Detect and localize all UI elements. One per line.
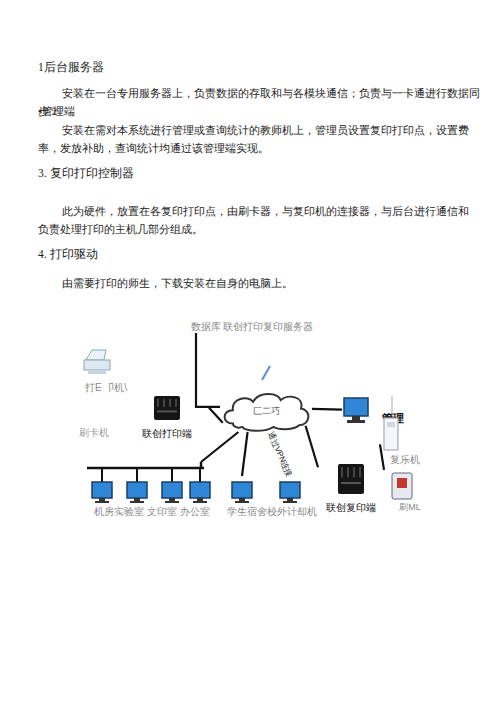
network-link [380,444,384,469]
paragraph: 安装在需对本系统进行管理或查询统计的教师机上，管理员设置复印打印点，设置费率，发… [38,121,478,157]
edge-label: 通过VPN连接 [265,429,295,480]
dorm-icon [222,476,322,506]
node-label: 复乐机 [390,454,420,466]
card-reader-label: 刷卡机 [70,427,118,439]
paragraph: 由需要打印的师生，下载安装在自身的电脑上。 [38,274,478,292]
section-heading: 4. 打印驱动 [38,245,478,263]
reader-icon [388,472,432,502]
network-link [209,408,223,423]
server-title: 数据库 联创打印复印服务器 [182,321,322,333]
paragraph: 安装在一台专用服务器上，负责数据的存取和与各模块通信；负责与一卡通进行数据同步 … [38,84,486,120]
network-link [196,333,220,407]
node-label: 数据库 联创打印复印服务器 [191,321,314,333]
node-label: 机房实验室 文印室 办公室 [94,506,210,518]
section-heading: 1后台服务器 [38,58,478,76]
printer-icon: 打E 卩机\ [70,346,142,394]
card-reader-icon: 刷ML [388,472,432,513]
lab-computers: 机房实验室 文印室 办公室 [82,462,222,518]
copy-terminal: 联创复印端 [318,462,384,514]
paragraph: 此为硬件，放置在各复印打印点，由刷卡器，与复印机的连接器，与后台进行通信和负责处… [38,202,478,238]
network-link [201,432,238,462]
network-cloud: 匚二巧 [220,390,312,432]
node-label: 打E 卩机\ [85,382,127,394]
node-label: 刷卡机 [79,427,109,439]
print-terminal: 联创打印端 [125,394,209,440]
stroke-mark [262,366,270,380]
network-link [306,426,318,468]
server-icon [125,394,209,428]
server-icon [318,462,384,502]
copier-icon: 复乐机 [380,418,430,466]
copier-icon [380,418,430,454]
monitor-icon [342,397,372,425]
lab-icon [82,462,222,506]
dorm-computers: 学生宿舍校外计却机 [222,476,322,518]
node-label: 学生宿舍校外计却机 [227,506,317,518]
node-label: 联创打印端 [142,428,192,440]
node-label: 匚二巧 [253,406,280,417]
section-heading: 3. 复印打印控制器 [38,164,478,182]
node-label: 刷ML [399,502,421,513]
section-heading: •管理端 [38,102,478,120]
network-link [242,432,248,476]
printer-icon [70,346,142,382]
network-link [312,408,342,411]
node-label: 联创复印端 [326,502,376,514]
